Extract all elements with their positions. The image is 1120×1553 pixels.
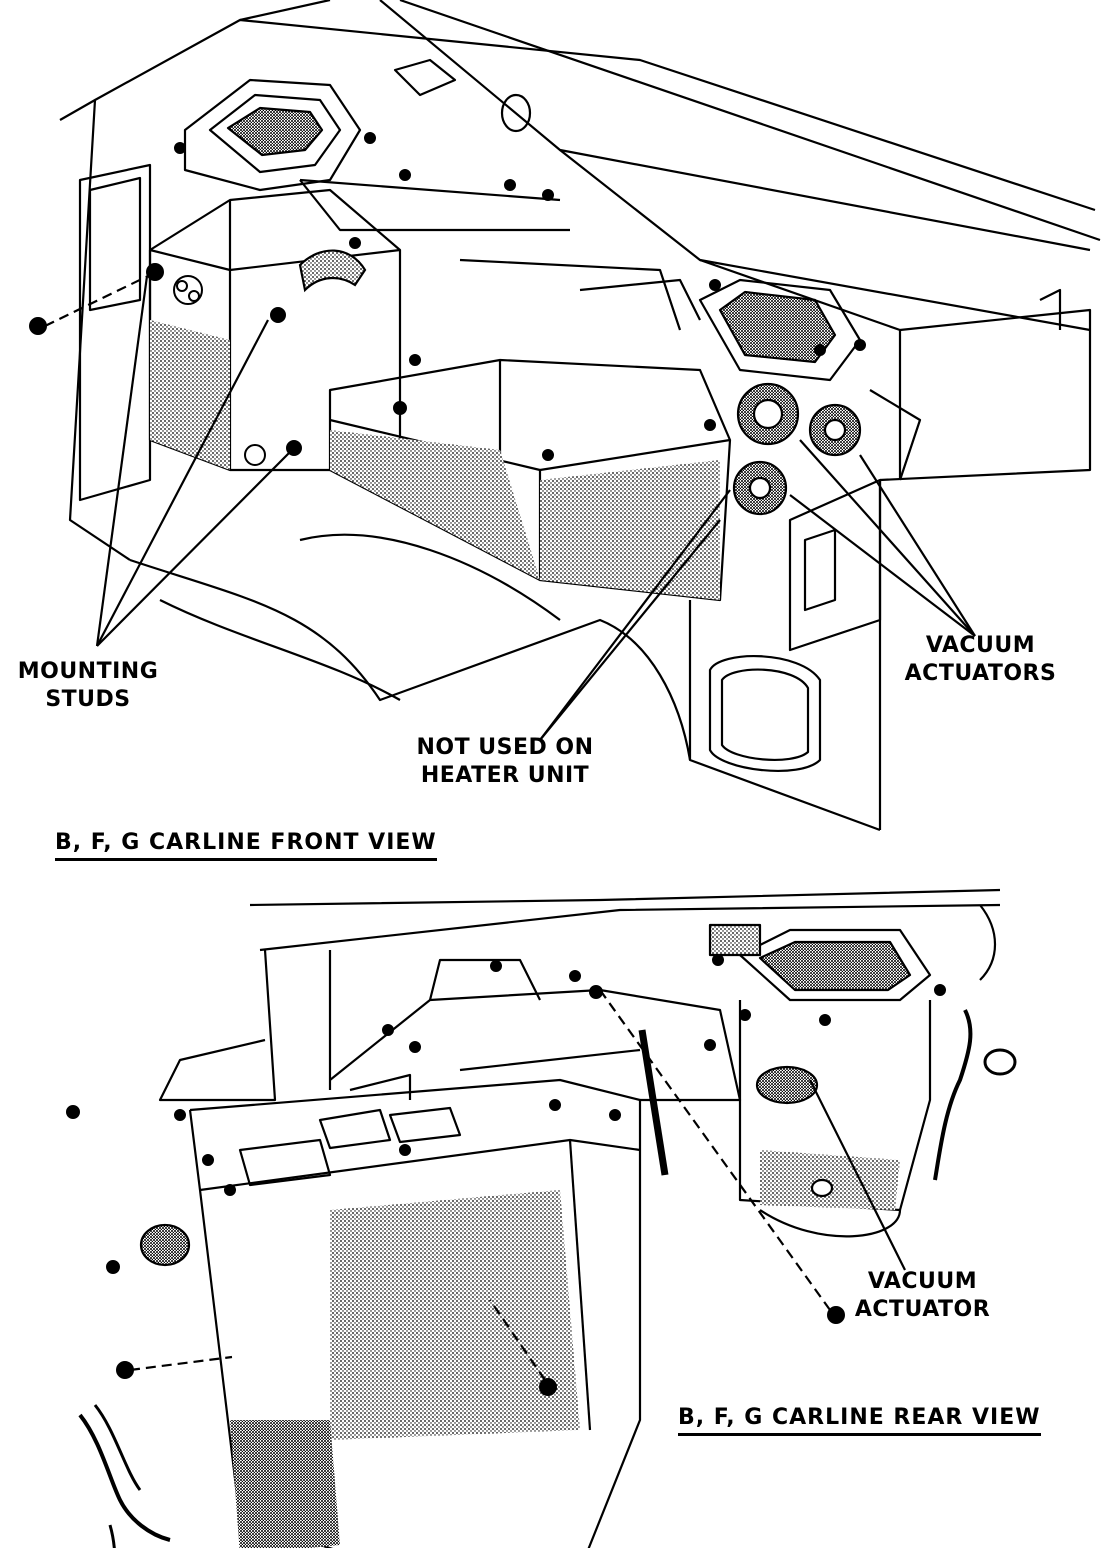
front-leader-lines [44, 274, 976, 741]
front-vacuum-actuators [298, 249, 862, 516]
front-view-caption: B, F, G CARLINE FRONT VIEW [55, 830, 437, 861]
vacuum-actuator-label: VACUUM ACTUATOR [854, 1269, 991, 1322]
front-view-shading [150, 320, 720, 600]
rear-view-shading [230, 1150, 900, 1553]
mounting-studs-label: MOUNTING STUDS [17, 659, 159, 712]
rear-vacuum-actuators [139, 1065, 834, 1267]
rear-mounting-hardware [66, 954, 946, 1396]
rear-leader-lines [129, 989, 906, 1381]
rear-view-caption: B, F, G CARLINE REAR VIEW [678, 1405, 1041, 1436]
not-used-on-heater-unit-label: NOT USED ON HEATER UNIT [416, 735, 594, 788]
front-mounting-hardware [29, 132, 866, 466]
front-view-illustration [59, 0, 1101, 832]
vacuum-actuators-label: VACUUM ACTUATORS [904, 633, 1057, 686]
